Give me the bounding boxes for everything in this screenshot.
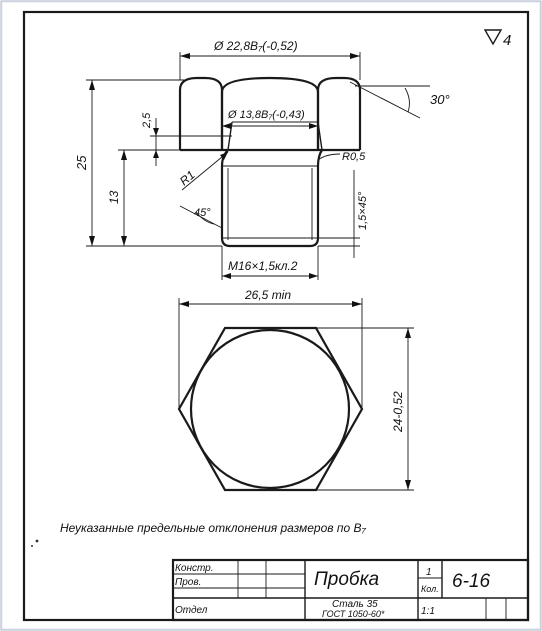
dim-angle-45: 45° bbox=[179, 205, 223, 229]
dim-inner-diameter: Ø 13,8B₇(-0,43) bbox=[222, 109, 318, 129]
dim-across-flats: 24-0,52 bbox=[316, 327, 414, 491]
dim-thread: M16×1,5кл.2 bbox=[221, 246, 319, 280]
height-total-label: 25 bbox=[74, 155, 89, 171]
surface-finish-symbol: 4 bbox=[483, 29, 511, 49]
angle-45-label: 45° bbox=[194, 207, 211, 219]
height-small-label: 2,5 bbox=[141, 112, 153, 129]
title-row-department: Отдел bbox=[175, 605, 208, 616]
drawing-number: 6-16 bbox=[452, 571, 490, 592]
dim-across-corners: 26,5 min bbox=[178, 288, 363, 409]
across-corners-label: 26,5 min bbox=[244, 288, 291, 302]
dim-height-shank: 13 bbox=[107, 149, 180, 246]
dim-height-small: 2,5 bbox=[141, 112, 232, 166]
chamfer-angle-label: 30° bbox=[430, 92, 450, 107]
outer-diameter-label: Ø 22,8B₇(-0,52) bbox=[213, 39, 298, 53]
inner-diameter-label: Ø 13,8B₇(-0,43) bbox=[227, 109, 305, 121]
dim-height-total: 25 bbox=[74, 79, 222, 247]
surface-finish-value: 4 bbox=[503, 32, 511, 49]
dim-radius-r05: R0,5 bbox=[317, 151, 366, 163]
thread-label: M16×1,5кл.2 bbox=[228, 259, 298, 273]
chamfer-shank-label: 1,5×45° bbox=[357, 191, 369, 230]
front-view bbox=[178, 76, 362, 248]
title-row-constructor: Констр. bbox=[175, 563, 214, 574]
radius-r05-label: R0,5 bbox=[342, 151, 366, 163]
across-flats-label: 24-0,52 bbox=[391, 391, 405, 433]
height-shank-label: 13 bbox=[107, 190, 121, 204]
scan-speck bbox=[35, 539, 39, 543]
dim-chamfer-angle: 30° bbox=[349, 81, 450, 119]
quantity-value: 1 bbox=[426, 567, 432, 578]
dim-chamfer-shank: 1,5×45° bbox=[318, 170, 369, 258]
tolerance-note: Неуказанные предельные отклонения размер… bbox=[60, 521, 366, 535]
title-row-checked: Пров. bbox=[175, 577, 201, 588]
title-block: Констр. Пров. Отдел Пробка 1 Кол. 6-16 С… bbox=[171, 558, 530, 622]
scan-speck bbox=[31, 545, 33, 547]
material-line-2: ГОСТ 1050-60* bbox=[322, 609, 385, 619]
scale-value: 1:1 bbox=[421, 606, 435, 617]
part-name: Пробка bbox=[314, 569, 379, 590]
material-line-1: Сталь 35 bbox=[332, 599, 378, 610]
dim-outer-diameter: Ø 22,8B₇(-0,52) bbox=[179, 39, 361, 80]
quantity-label: Кол. bbox=[421, 584, 439, 594]
